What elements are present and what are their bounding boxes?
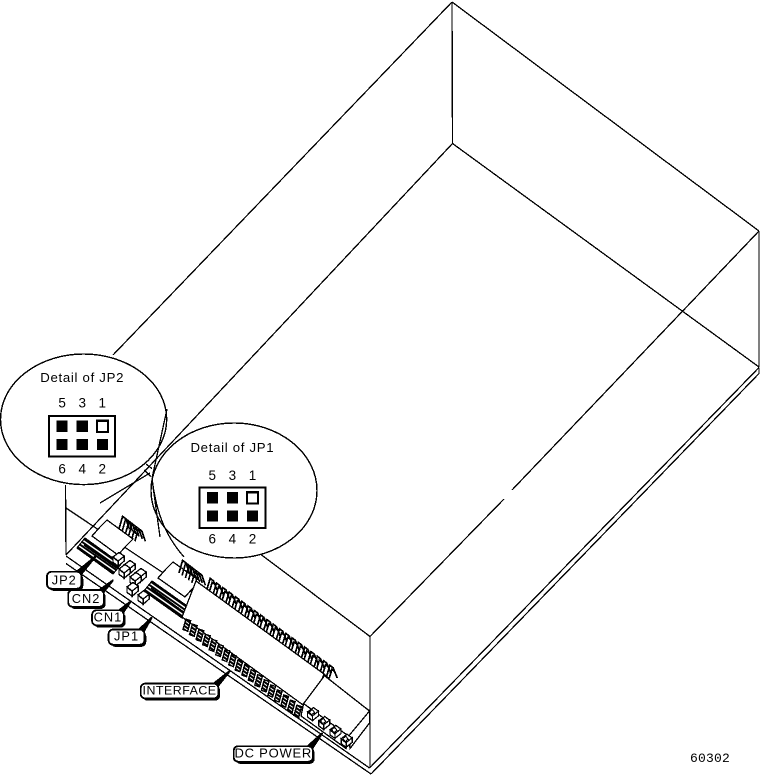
svg-text:2: 2 [249, 531, 257, 546]
svg-text:5: 5 [209, 468, 217, 483]
svg-text:4: 4 [229, 531, 237, 546]
svg-text:Detail of JP1: Detail of JP1 [190, 440, 274, 455]
svg-text:4: 4 [78, 462, 86, 477]
svg-text:60302: 60302 [690, 751, 730, 766]
svg-text:6: 6 [209, 531, 217, 546]
svg-text:3: 3 [229, 468, 237, 483]
svg-text:CN1: CN1 [94, 609, 123, 624]
svg-text:5: 5 [58, 395, 66, 410]
svg-text:1: 1 [99, 395, 107, 410]
svg-text:DC POWER: DC POWER [235, 746, 313, 761]
svg-text:INTERFACE: INTERFACE [143, 683, 217, 697]
svg-text:6: 6 [58, 462, 66, 477]
svg-text:JP1: JP1 [114, 629, 139, 644]
svg-text:Detail of JP2: Detail of JP2 [40, 370, 124, 385]
svg-text:1: 1 [249, 468, 257, 483]
svg-text:3: 3 [78, 395, 86, 410]
svg-text:2: 2 [99, 462, 107, 477]
svg-text:JP2: JP2 [52, 573, 77, 588]
svg-text:CN2: CN2 [72, 591, 101, 606]
